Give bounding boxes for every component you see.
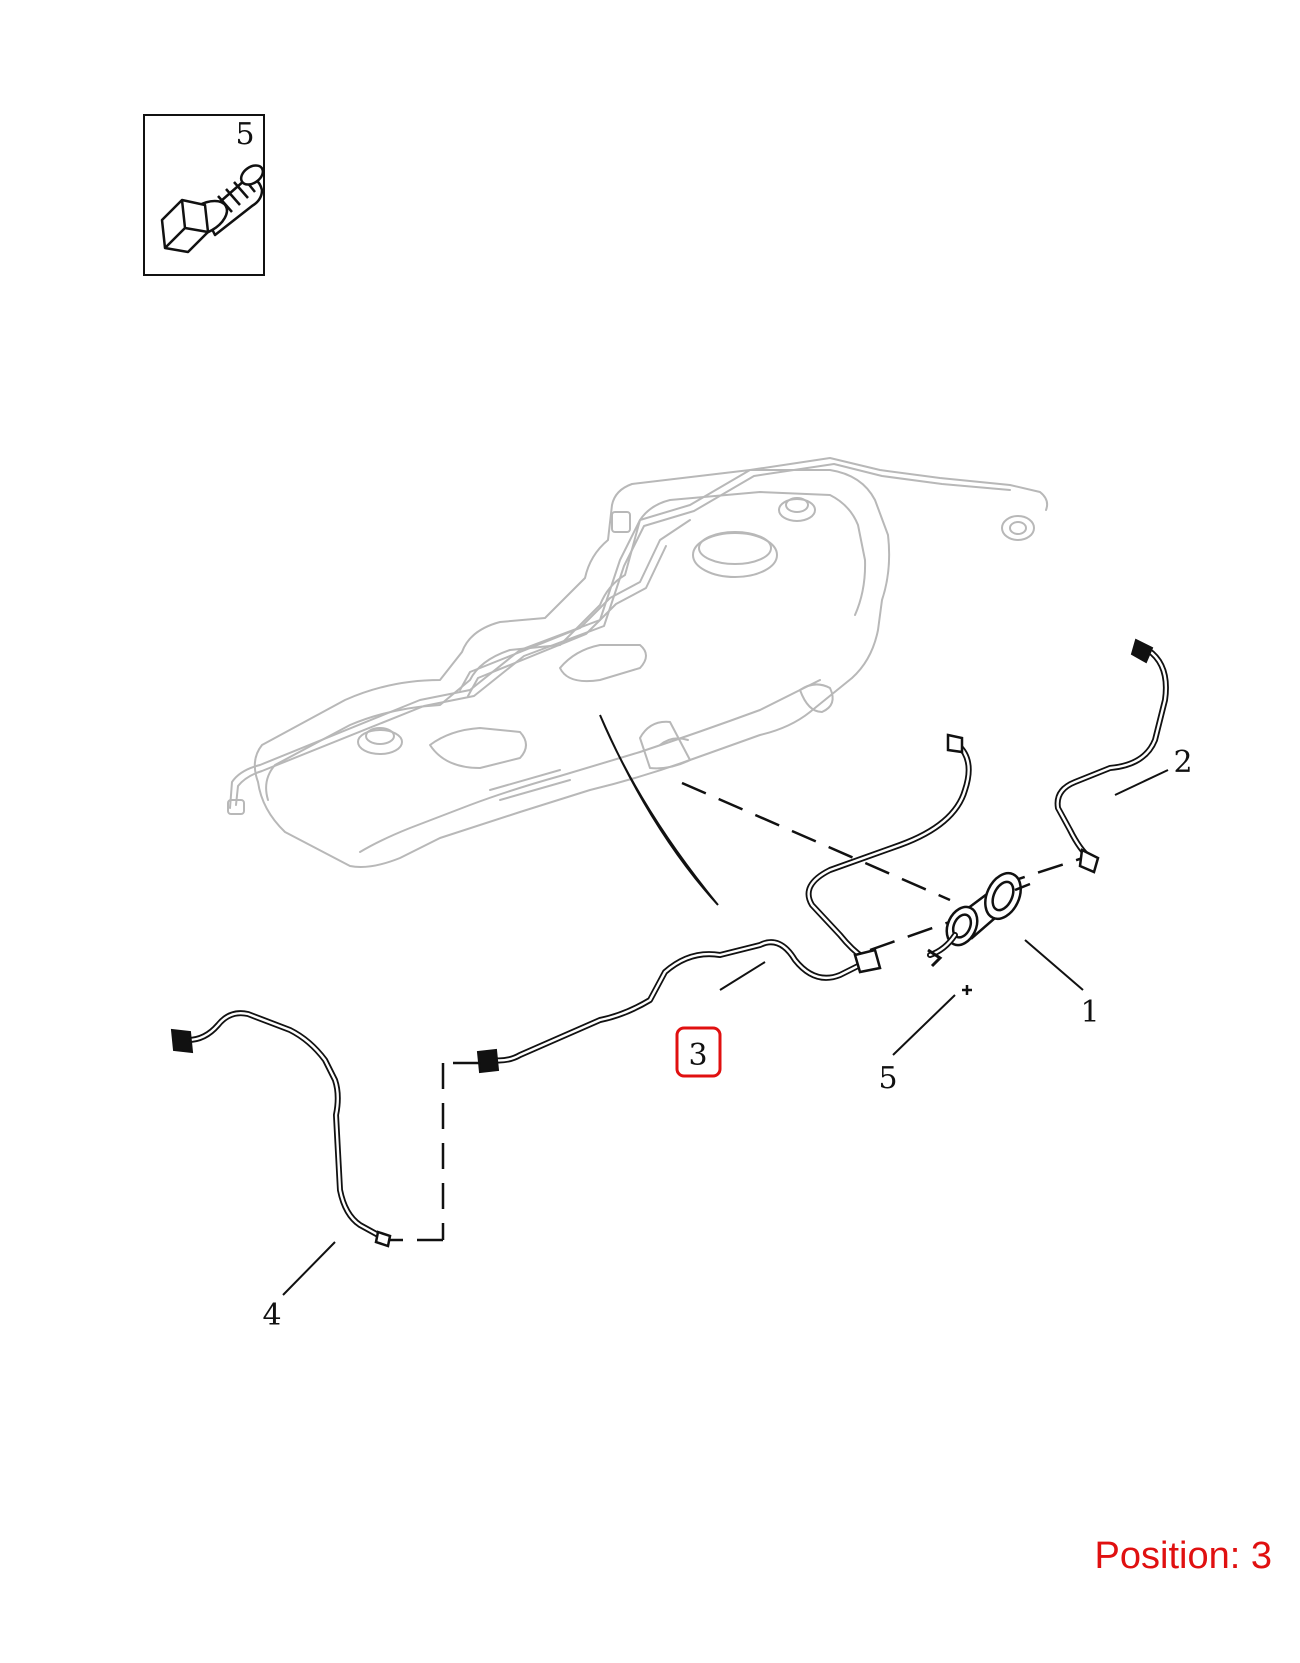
fuel-filter [945, 871, 1031, 947]
inset-box: 5 [143, 114, 265, 276]
zoom-arc [599, 714, 719, 906]
fuel-pipe-3 [476, 733, 972, 1074]
screw-marker [962, 985, 972, 995]
dashed-guides [390, 781, 1093, 1242]
filter-bracket [927, 932, 958, 968]
callout-4: 4 [262, 1298, 281, 1333]
callout-5: 5 [878, 1061, 897, 1096]
bolt-icon [160, 164, 265, 254]
callout-3-highlight [675, 1026, 722, 1078]
leader-lines [282, 769, 1169, 1296]
callout-2: 2 [1173, 745, 1192, 780]
fuel-pipe-2 [1054, 638, 1169, 874]
fuel-tank-ghost [227, 457, 1049, 868]
callout-1: 1 [1080, 995, 1099, 1030]
position-label: Position: 3 [1094, 1535, 1272, 1577]
callout-3: 3 [688, 1038, 707, 1073]
fuel-pipe-4 [170, 1010, 392, 1248]
inset-callout: 5 [235, 117, 254, 152]
